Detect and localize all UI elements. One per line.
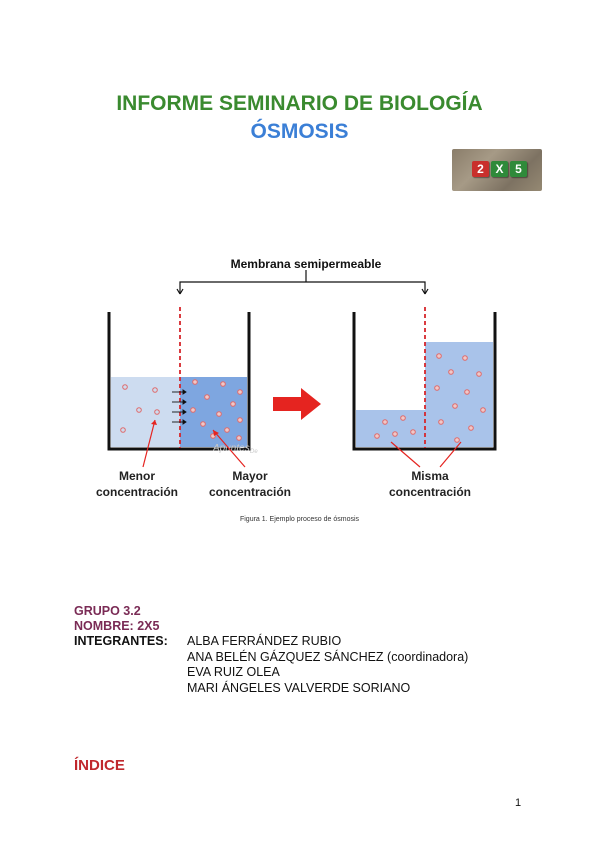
particles-high (190, 379, 243, 441)
logo-block-1: 2 (472, 161, 489, 177)
group-info: GRUPO 3.2 NOMBRE: 2X5 (74, 604, 159, 634)
right-beaker (352, 312, 497, 451)
document-subtitle: ÓSMOSIS (250, 120, 349, 143)
osmosis-diagram: Membrana semipermeable Apuntes De (96, 257, 497, 499)
label-high-line1: Mayor (232, 469, 268, 483)
page-number: 1 (515, 797, 522, 809)
members-list: INTEGRANTES: ALBA FERRÁNDEZ RUBIO ANA BEL… (74, 634, 468, 696)
member-3: EVA RUIZ OLEA (187, 665, 280, 679)
logo-block-2: X (491, 161, 508, 177)
label-low-line2: concentración (96, 485, 178, 499)
group-name: NOMBRE: 2X5 (74, 619, 160, 633)
membrane-label: Membrana semipermeable (231, 257, 382, 271)
member-1: ALBA FERRÁNDEZ RUBIO (187, 634, 342, 648)
label-equal-line2: concentración (389, 485, 471, 499)
logo-block-3: 5 (510, 161, 527, 177)
label-low-line1: Menor (119, 469, 155, 483)
group-logo-image: 2 X 5 (452, 149, 542, 191)
equalized-water-right (425, 342, 493, 447)
index-heading: ÍNDICE (74, 757, 125, 774)
members-label: INTEGRANTES: (74, 634, 168, 648)
membrane-bracket (179, 281, 426, 294)
particles-equal (374, 353, 486, 443)
particles-low (120, 384, 160, 433)
member-4: MARI ÁNGELES VALVERDE SORIANO (187, 680, 411, 695)
equalized-water-left (356, 410, 425, 447)
member-2: ANA BELÉN GÁZQUEZ SÁNCHEZ (coordinadora) (187, 649, 469, 664)
figure-caption: Figura 1. Ejemplo proceso de ósmosis (239, 516, 360, 523)
watermark: Apuntes (212, 443, 250, 454)
document-title: INFORME SEMINARIO DE BIOLOGÍA (116, 92, 483, 115)
water-flow-arrows (172, 389, 187, 425)
left-beaker (107, 312, 251, 451)
group-number: GRUPO 3.2 (74, 604, 141, 618)
watermark-suffix: De (250, 449, 258, 455)
low-concentration-water (111, 377, 180, 447)
label-high-line2: concentración (209, 485, 291, 499)
label-equal-line1: Misma (411, 469, 449, 483)
process-arrow (273, 388, 321, 420)
